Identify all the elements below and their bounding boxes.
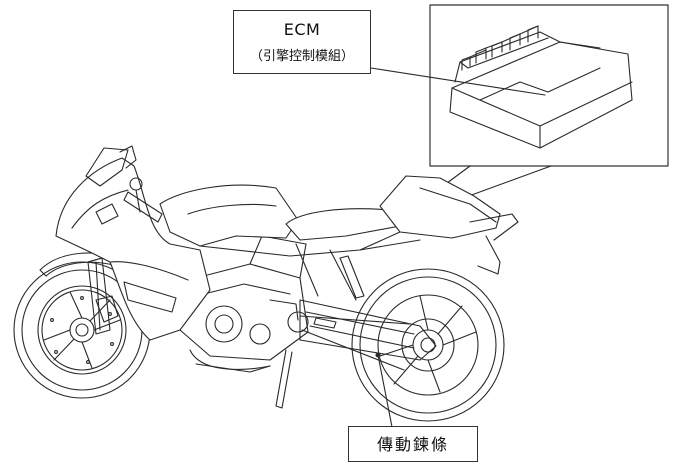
rear-hugger xyxy=(477,235,501,275)
fuel-tank-line xyxy=(187,203,277,215)
swingarm xyxy=(299,299,437,361)
tail-cowl xyxy=(379,175,519,241)
handlebar xyxy=(123,177,163,223)
rear-sprocket xyxy=(401,318,455,372)
front-sprocket xyxy=(287,311,309,333)
fuel-tank xyxy=(159,184,299,247)
footpeg xyxy=(313,317,337,329)
rear-wheel xyxy=(351,268,505,422)
exhaust-pipe xyxy=(189,349,271,370)
front-fairing xyxy=(55,157,211,341)
ecm-label-box: ECM （引擎控制模組） xyxy=(233,10,371,74)
frame xyxy=(199,231,421,301)
exhaust-muffler xyxy=(195,363,271,373)
ecm-module xyxy=(449,25,633,149)
mirror xyxy=(119,145,137,169)
windscreen xyxy=(85,147,129,187)
chain-leader-line xyxy=(377,354,393,428)
seat xyxy=(285,208,401,241)
ecm-label-title: ECM xyxy=(283,20,321,39)
ecm-leader-line xyxy=(370,67,546,96)
chain-label-box: 傳動鍊條 xyxy=(348,426,478,462)
ecm-label-subtitle: （引擎控制模組） xyxy=(249,49,354,64)
side-stand xyxy=(275,349,293,409)
rear-shock xyxy=(339,255,365,299)
drive-chain xyxy=(299,315,411,371)
